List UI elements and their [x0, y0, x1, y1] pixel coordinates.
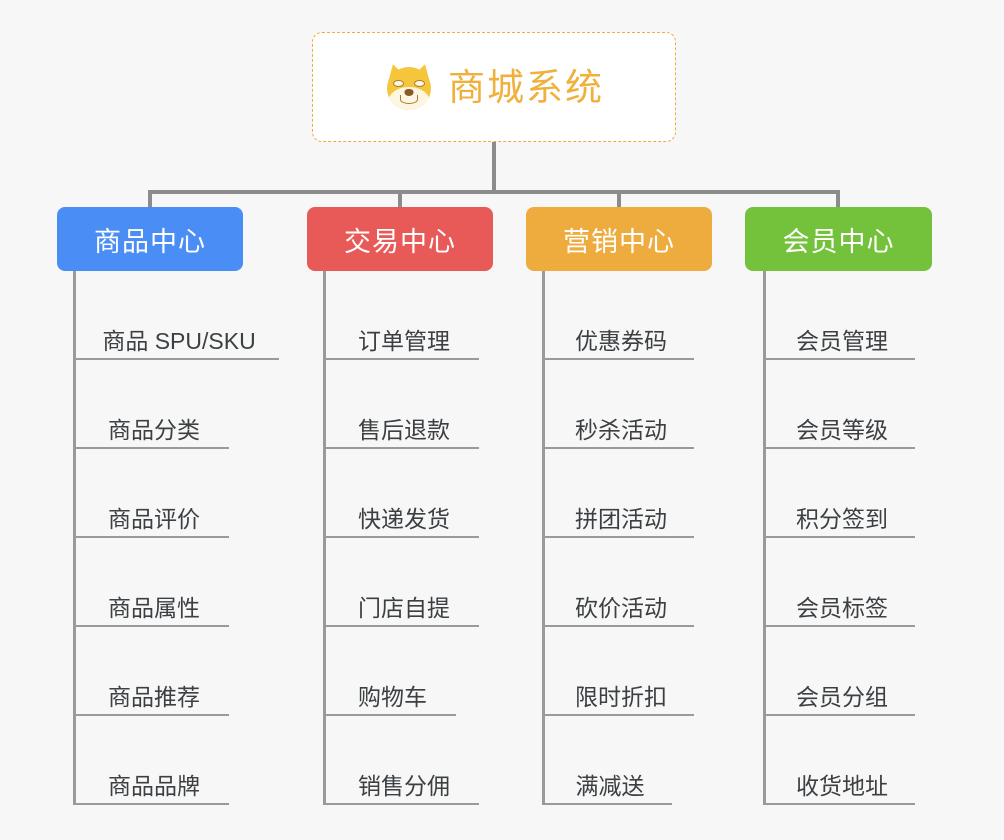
connector-branch-drop-2: [398, 190, 402, 210]
leaf-item[interactable]: 商品品牌: [73, 716, 229, 805]
leaf-item-label: 砍价活动: [575, 594, 667, 621]
connector-branch-drop-4: [836, 190, 840, 210]
leaf-item[interactable]: 积分签到: [763, 449, 915, 538]
leaf-item-label: 购物车: [358, 683, 427, 710]
leaf-item-label: 商品属性: [108, 594, 200, 621]
leaf-item[interactable]: 会员等级: [763, 360, 915, 449]
leaf-spine: [73, 271, 76, 805]
connector-root-stem: [492, 142, 496, 193]
connector-branch-drop-1: [148, 190, 152, 210]
leaf-item[interactable]: 销售分佣: [323, 716, 479, 805]
leaf-item-label: 订单管理: [358, 327, 450, 354]
leaf-item-label: 收货地址: [796, 772, 888, 799]
category-box-4[interactable]: 会员中心: [745, 207, 932, 271]
leaf-spine: [323, 271, 326, 805]
connector-trunk-bar: [148, 190, 840, 194]
leaf-item[interactable]: 收货地址: [763, 716, 915, 805]
dog-eye-right-icon: [414, 80, 425, 87]
leaf-item[interactable]: 门店自提: [323, 538, 479, 627]
leaf-item[interactable]: 快递发货: [323, 449, 479, 538]
category-label: 营销中心: [563, 226, 675, 257]
leaf-item[interactable]: 订单管理: [323, 271, 479, 360]
leaf-item-label: 会员标签: [796, 594, 888, 621]
connector-branch-drop-3: [617, 190, 621, 210]
dog-face-icon: [384, 61, 434, 111]
leaf-item-label: 商品分类: [108, 416, 200, 443]
leaf-item-label: 会员管理: [796, 327, 888, 354]
leaf-item-label: 限时折扣: [575, 683, 667, 710]
leaf-item-label: 优惠券码: [575, 327, 667, 354]
leaf-item[interactable]: 购物车: [323, 627, 456, 716]
leaf-item[interactable]: 满减送: [542, 716, 672, 805]
category-box-2[interactable]: 交易中心: [307, 207, 493, 271]
leaf-item[interactable]: 限时折扣: [542, 627, 694, 716]
leaf-item[interactable]: 优惠券码: [542, 271, 694, 360]
dog-nose-icon: [404, 89, 414, 96]
category-label: 交易中心: [344, 226, 456, 257]
leaf-item[interactable]: 会员管理: [763, 271, 915, 360]
leaf-item-label: 会员等级: [796, 416, 888, 443]
leaf-item-label: 拼团活动: [575, 505, 667, 532]
leaf-item[interactable]: 商品属性: [73, 538, 229, 627]
category-box-3[interactable]: 营销中心: [526, 207, 712, 271]
category-label: 商品中心: [94, 226, 206, 257]
leaf-spine: [763, 271, 766, 805]
root-node-title: 商城系统: [448, 66, 604, 108]
root-node-shop-system[interactable]: 商城系统: [312, 32, 676, 142]
leaf-item-label: 会员分组: [796, 683, 888, 710]
leaf-item-label: 销售分佣: [358, 772, 450, 799]
leaf-item-label: 商品推荐: [108, 683, 200, 710]
leaf-item[interactable]: 会员分组: [763, 627, 915, 716]
leaf-item[interactable]: 商品评价: [73, 449, 229, 538]
leaf-item[interactable]: 拼团活动: [542, 449, 694, 538]
leaf-item[interactable]: 秒杀活动: [542, 360, 694, 449]
leaf-item-label: 商品评价: [108, 505, 200, 532]
leaf-item-label: 积分签到: [796, 505, 888, 532]
category-box-1[interactable]: 商品中心: [57, 207, 243, 271]
category-label: 会员中心: [782, 226, 895, 257]
leaf-item-label: 满减送: [575, 772, 645, 799]
leaf-item[interactable]: 售后退款: [323, 360, 479, 449]
leaf-item[interactable]: 商品分类: [73, 360, 229, 449]
leaf-item-label: 门店自提: [358, 594, 450, 621]
leaf-item[interactable]: 会员标签: [763, 538, 915, 627]
leaf-item[interactable]: 商品 SPU/SKU: [73, 271, 279, 360]
dog-eye-left-icon: [393, 80, 404, 87]
leaf-item[interactable]: 砍价活动: [542, 538, 694, 627]
leaf-item-label: 商品品牌: [108, 772, 200, 799]
leaf-item-label: 秒杀活动: [575, 416, 667, 443]
leaf-item[interactable]: 商品推荐: [73, 627, 229, 716]
dog-head-icon: [387, 67, 431, 110]
leaf-item-label: 快递发货: [358, 505, 450, 532]
leaf-item-label: 商品 SPU/SKU: [102, 327, 256, 354]
leaf-item-label: 售后退款: [358, 416, 450, 443]
leaf-spine: [542, 271, 545, 805]
dog-mouth-icon: [400, 95, 418, 104]
